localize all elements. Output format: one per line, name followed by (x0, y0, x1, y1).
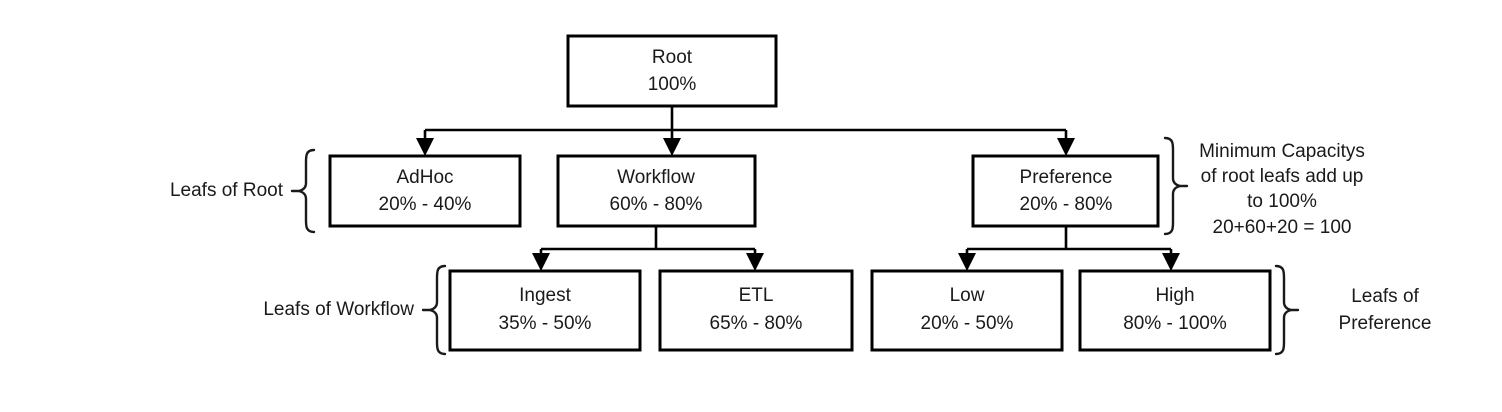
node-high[interactable]: High 80% - 100% (1078, 269, 1272, 352)
arrow-head-etl (746, 253, 764, 271)
node-low-box (870, 269, 1064, 352)
node-ingest-label: Ingest (519, 285, 571, 306)
node-low-range: 20% - 50% (921, 313, 1014, 334)
node-low-label: Low (950, 285, 985, 306)
capacity-note-line-1: Minimum Capacitys (1199, 141, 1365, 162)
node-adhoc-box (328, 154, 522, 228)
brace-leafs-of-preference: Leafs of Preference (1274, 264, 1432, 356)
node-ingest[interactable]: Ingest 35% - 50% (448, 269, 642, 352)
node-ingest-box (448, 269, 642, 352)
capacity-note-line-3: to 100% (1247, 191, 1317, 212)
node-preference-label: Preference (1020, 167, 1113, 188)
node-root-range: 100% (648, 74, 697, 95)
label-leafs-of-root: Leafs of Root (170, 180, 284, 201)
edges-preference-to-level3 (958, 226, 1180, 271)
node-root-box (566, 34, 778, 108)
node-preference-box (971, 154, 1160, 228)
arrow-head-adhoc (416, 138, 434, 156)
arrow-head-workflow (663, 138, 681, 156)
brace-leafs-of-root: Leafs of Root (170, 148, 316, 234)
node-adhoc-range: 20% - 40% (379, 194, 472, 215)
capacity-note-line-4: 20+60+20 = 100 (1213, 217, 1352, 238)
edges-workflow-to-level3 (532, 226, 764, 271)
capacity-note-line-2: of root leafs add up (1201, 166, 1364, 187)
label-leafs-of-preference-line-1: Leafs of (1351, 286, 1419, 307)
node-ingest-range: 35% - 50% (499, 313, 592, 334)
node-workflow-label: Workflow (617, 167, 695, 188)
node-etl-label: ETL (739, 285, 774, 306)
node-adhoc[interactable]: AdHoc 20% - 40% (328, 154, 522, 228)
node-workflow[interactable]: Workflow 60% - 80% (556, 154, 757, 228)
brace-capacity-note: Minimum Capacitys of root leafs add up t… (1163, 136, 1365, 238)
arrow-head-ingest (532, 253, 550, 271)
arrow-head-low (958, 253, 976, 271)
brace-leafs-of-workflow-shape (428, 264, 447, 356)
label-leafs-of-preference-line-2: Preference (1339, 313, 1432, 334)
brace-leafs-of-preference-shape (1274, 264, 1293, 356)
node-preference[interactable]: Preference 20% - 80% (971, 154, 1160, 228)
edges-root-to-level2 (416, 106, 1075, 156)
node-low[interactable]: Low 20% - 50% (870, 269, 1064, 352)
node-root-label: Root (652, 47, 693, 68)
node-workflow-box (556, 154, 757, 228)
node-high-box (1078, 269, 1272, 352)
node-etl-range: 65% - 80% (710, 313, 803, 334)
label-leafs-of-workflow: Leafs of Workflow (263, 299, 414, 320)
node-etl-box (658, 269, 854, 352)
brace-capacity-note-shape (1163, 136, 1182, 236)
node-adhoc-label: AdHoc (396, 167, 453, 188)
node-high-label: High (1155, 285, 1194, 306)
arrow-head-preference (1057, 138, 1075, 156)
node-etl[interactable]: ETL 65% - 80% (658, 269, 854, 352)
brace-leafs-of-root-shape (297, 148, 316, 234)
node-workflow-range: 60% - 80% (610, 194, 703, 215)
brace-leafs-of-workflow: Leafs of Workflow (263, 264, 447, 356)
node-high-range: 80% - 100% (1123, 313, 1227, 334)
arrow-head-high (1162, 253, 1180, 271)
node-preference-range: 20% - 80% (1020, 194, 1113, 215)
node-root[interactable]: Root 100% (566, 34, 778, 108)
